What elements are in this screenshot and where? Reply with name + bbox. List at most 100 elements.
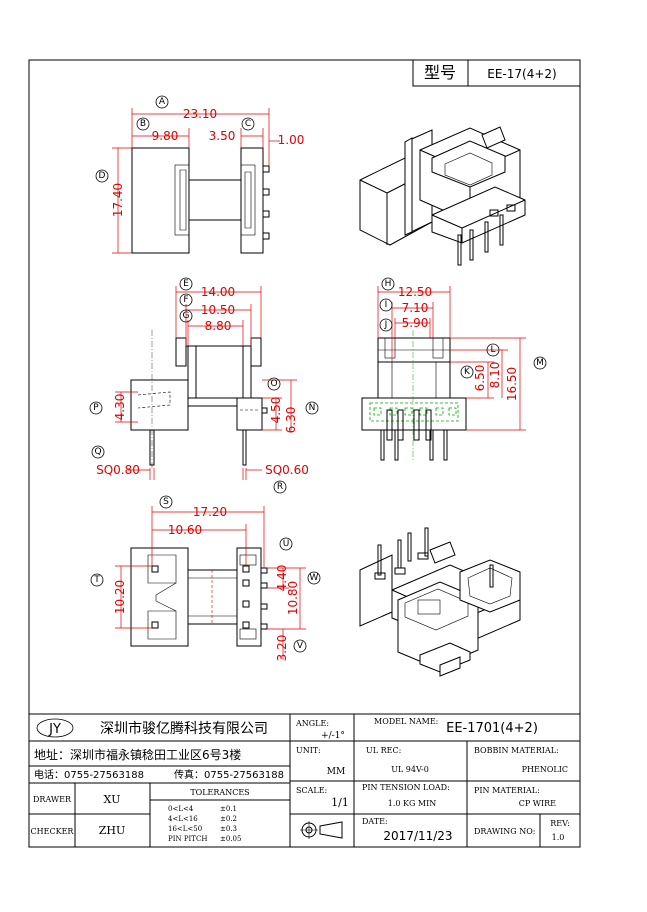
callout-j: J bbox=[384, 320, 388, 330]
callout-v: V bbox=[297, 641, 304, 651]
type-label: 型号 bbox=[424, 63, 456, 82]
callout-g: G bbox=[183, 311, 190, 321]
callout-f: F bbox=[183, 295, 188, 305]
callout-m: M bbox=[536, 358, 544, 368]
unit-value: MM bbox=[327, 767, 345, 777]
tol-value-1: ±0.2 bbox=[220, 815, 237, 823]
model-value: EE-1701(4+2) bbox=[446, 721, 538, 736]
date-value: 2017/11/23 bbox=[383, 829, 452, 843]
header-model-box: 型号 EE-17(4+2) bbox=[412, 59, 581, 87]
tol-range-3: PIN PITCH bbox=[168, 835, 207, 843]
dim-h: 12.50 bbox=[398, 285, 432, 299]
dim-v: 3.20 bbox=[275, 635, 289, 662]
callouts: A B C D E F G O P N Q R H I J K L M S T … bbox=[89, 95, 547, 653]
unit-label: UNIT: bbox=[296, 746, 321, 755]
callout-l: L bbox=[490, 345, 495, 355]
drawer-label: DRAWER bbox=[33, 795, 72, 804]
callout-t: T bbox=[93, 575, 100, 585]
dim-n: 6.30 bbox=[284, 407, 298, 434]
callout-w: W bbox=[310, 573, 319, 583]
callout-a: A bbox=[159, 97, 166, 107]
tol-range-0: 0<L<4 bbox=[168, 805, 194, 813]
dims-view5: 17.20 10.60 10.20 4.40 10.80 3.20 bbox=[113, 505, 306, 661]
dims-view3: 14.00 10.50 8.80 4.30 4.50 6.30 SQ0.80 S… bbox=[96, 285, 309, 480]
callout-p: P bbox=[93, 403, 99, 413]
dim-u: 4.40 bbox=[275, 565, 289, 592]
dim-j: 5.90 bbox=[402, 316, 429, 330]
tol-value-3: ±0.05 bbox=[220, 835, 241, 843]
pin-tension-label: PIN TENSION LOAD: bbox=[362, 783, 450, 792]
company-logo: JY bbox=[48, 722, 61, 737]
callout-o: O bbox=[270, 379, 277, 389]
type-value: EE-17(4+2) bbox=[487, 67, 556, 81]
tol-value-0: ±0.1 bbox=[220, 805, 237, 813]
ul-label: UL REC: bbox=[366, 746, 401, 755]
view-top-front bbox=[131, 147, 270, 254]
scale-value: 1/1 bbox=[331, 796, 349, 809]
dim-a: 23.10 bbox=[183, 107, 217, 121]
tol-value-2: ±0.3 bbox=[220, 825, 237, 833]
projection-symbol-icon bbox=[300, 821, 343, 839]
bobbin-value: PHENOLIC bbox=[522, 765, 568, 774]
callout-k: K bbox=[464, 367, 471, 377]
dim-q: SQ0.80 bbox=[96, 463, 140, 477]
dim-w: 10.80 bbox=[286, 581, 300, 615]
callout-q: Q bbox=[94, 447, 101, 457]
dim-r: SQ0.60 bbox=[265, 463, 309, 477]
dim-c-top: 3.50 bbox=[209, 129, 236, 143]
dim-t: 10.20 bbox=[113, 580, 127, 614]
title-block: JY 深圳市骏亿腾科技有限公司 地址：深圳市福永镇稔田工业区6号3楼 电话：07… bbox=[29, 713, 580, 847]
callout-c: C bbox=[245, 119, 251, 129]
dim-s: 17.20 bbox=[193, 505, 227, 519]
sheet-border bbox=[28, 59, 581, 848]
dims-view4: 12.50 7.10 5.90 6.50 8.10 16.50 bbox=[377, 285, 526, 431]
dim-s2: 10.60 bbox=[168, 523, 202, 537]
dim-b: 9.80 bbox=[152, 129, 179, 143]
company-phone: 电话：0755-27563188 bbox=[34, 768, 144, 781]
view-bottom bbox=[130, 547, 268, 647]
company-fax: 传真：0755-27563188 bbox=[174, 768, 284, 781]
callout-u: U bbox=[283, 539, 290, 549]
dim-o: 4.50 bbox=[269, 397, 283, 424]
drawing-no-label: DRAWING NO: bbox=[474, 827, 535, 836]
callout-e: E bbox=[183, 279, 189, 289]
angle-label: ANGLE: bbox=[295, 719, 329, 728]
ul-value: UL 94V-0 bbox=[391, 765, 429, 774]
view-top-isometric bbox=[359, 126, 526, 266]
tolerances-label: TOLERANCES bbox=[190, 788, 249, 797]
scale-label: SCALE: bbox=[296, 786, 327, 795]
callout-d: D bbox=[99, 171, 106, 181]
checker-label: CHECKER bbox=[31, 827, 75, 836]
dim-e: 14.00 bbox=[201, 285, 235, 299]
rev-value: 1.0 bbox=[552, 833, 565, 842]
dim-d: 17.40 bbox=[111, 183, 125, 217]
dim-f: 10.50 bbox=[201, 303, 235, 317]
company-name: 深圳市骏亿腾科技有限公司 bbox=[100, 720, 268, 737]
bobbin-label: BOBBIN MATERIAL: bbox=[474, 746, 559, 755]
view-middle-end bbox=[361, 330, 467, 461]
pin-material-label: PIN MATERIAL: bbox=[474, 786, 540, 795]
tol-range-2: 16<L<50 bbox=[168, 825, 202, 833]
callout-h: H bbox=[385, 279, 392, 289]
dim-g: 8.80 bbox=[205, 319, 232, 333]
dim-l: 6.50 bbox=[473, 365, 487, 392]
view-bottom-isometric bbox=[359, 527, 521, 677]
drawer-value: XU bbox=[103, 793, 120, 806]
checker-value: ZHU bbox=[99, 824, 126, 837]
view-middle-side bbox=[130, 330, 268, 470]
pin-material-value: CP WIRE bbox=[519, 799, 556, 808]
callout-b: B bbox=[140, 119, 146, 129]
rev-label: REV: bbox=[550, 819, 570, 828]
company-address: 地址：深圳市福永镇稔田工业区6号3楼 bbox=[34, 747, 241, 762]
dims-view1: 23.10 9.80 3.50 1.00 17.40 bbox=[111, 107, 305, 254]
model-label: MODEL NAME: bbox=[374, 717, 438, 726]
dim-p: 4.30 bbox=[113, 394, 127, 421]
tol-range-1: 4<L<16 bbox=[168, 815, 198, 823]
callout-n: N bbox=[309, 403, 316, 413]
dim-c-side: 1.00 bbox=[278, 133, 305, 147]
pin-tension-value: 1.0 KG MIN bbox=[388, 799, 437, 808]
callout-i: I bbox=[385, 300, 388, 310]
dim-i: 7.10 bbox=[402, 301, 429, 315]
